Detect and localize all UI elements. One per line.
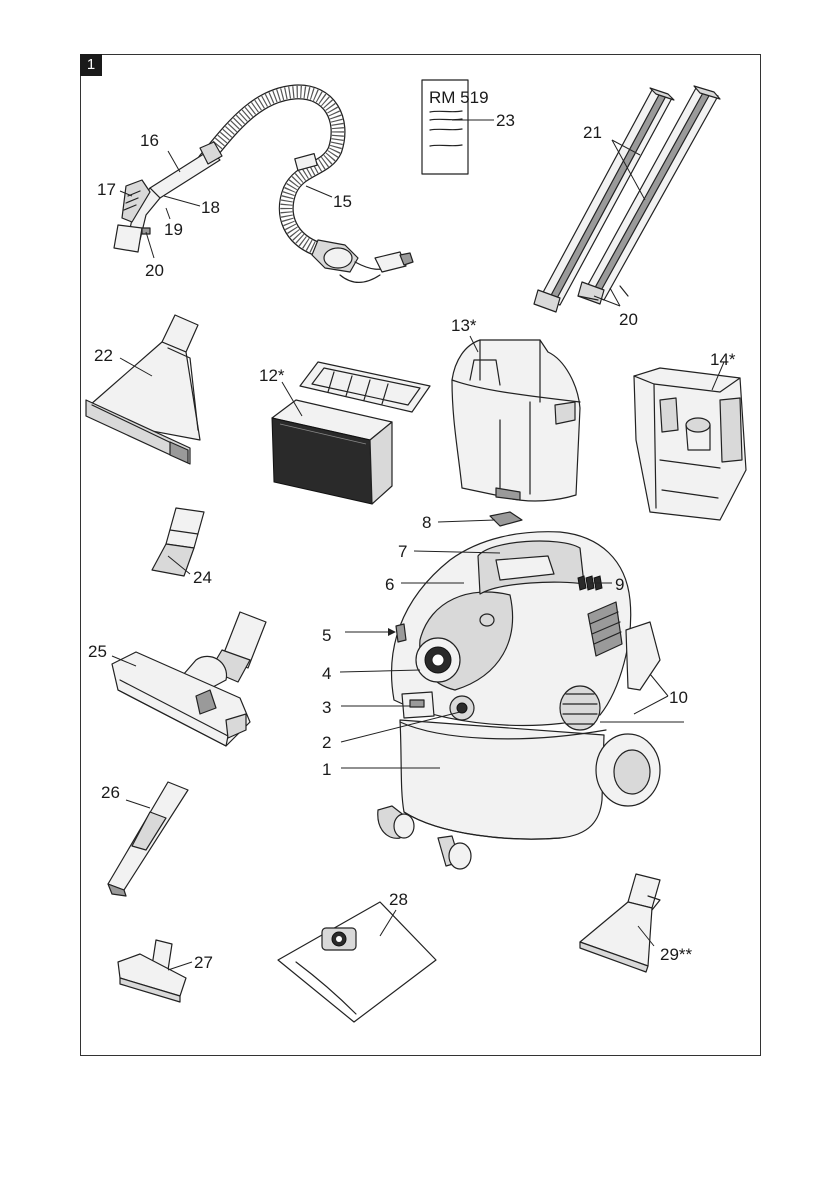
label-24: 24 [193,568,212,587]
label-22: 22 [94,346,113,365]
label-13: 13* [451,316,477,335]
suction-tubes [534,86,720,312]
label-21: 21 [583,123,602,142]
small-nozzle [118,940,186,1002]
label-23: 23 [496,111,515,130]
floor-nozzle [112,612,266,746]
detail-nozzle [580,874,660,972]
label-10: 10 [669,688,688,707]
label-1: 1 [322,760,331,779]
manual-cover-text: RM 519 [429,88,489,107]
label-29: 29** [660,945,693,964]
label-3: 3 [322,698,331,717]
label-17: 17 [97,180,116,199]
label-8: 8 [422,513,431,532]
label-25: 25 [88,642,107,661]
label-28: 28 [389,890,408,909]
crevice-nozzle [108,782,188,896]
dirt-container-insert [452,340,580,501]
adapter-piece [152,508,204,576]
label-2: 2 [322,733,331,752]
label-15: 15 [333,192,352,211]
label-6: 6 [385,575,394,594]
dirt-container-insert-alt [634,368,746,520]
operating-manual: RM 519 [422,80,489,174]
label-26: 26 [101,783,120,802]
label-18: 18 [201,198,220,217]
label-4: 4 [322,664,331,683]
label-12: 12* [259,366,285,385]
label-20-grip: 20 [145,261,164,280]
label-9: 9 [615,575,624,594]
upholstery-nozzle [86,315,200,464]
label-5: 5 [322,626,331,645]
filter-bag [278,902,436,1022]
label-16: 16 [140,131,159,150]
label-19: 19 [164,220,183,239]
vacuum-cleaner [378,512,660,869]
flat-pleated-filter [272,362,430,504]
label-20-tubes: 20 [619,310,638,329]
label-14: 14* [710,350,736,369]
label-27: 27 [194,953,213,972]
label-7: 7 [398,542,407,561]
